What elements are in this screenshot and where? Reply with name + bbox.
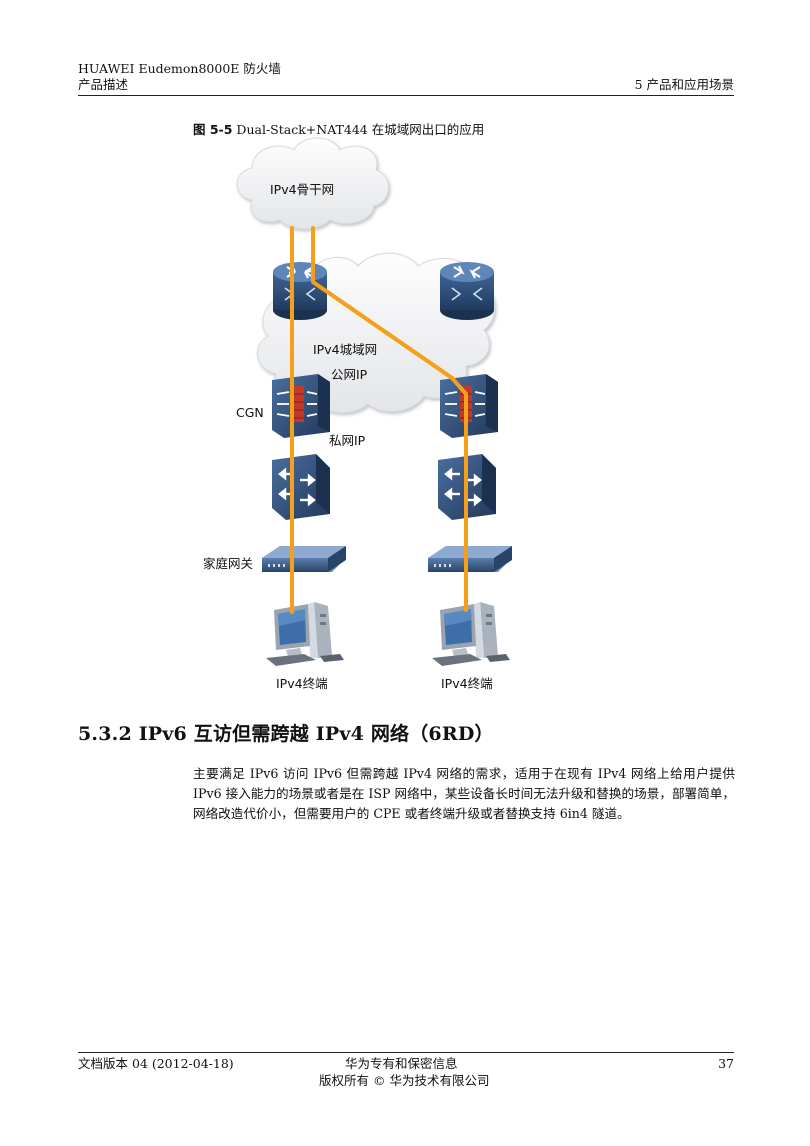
terminal-right-icon bbox=[432, 602, 510, 666]
home-gateway-right-icon bbox=[428, 546, 512, 572]
label-backbone: IPv4骨干网 bbox=[270, 182, 335, 197]
label-home-gateway: 家庭网关 bbox=[203, 556, 254, 571]
figure-caption: 图 5-5 Dual-Stack+NAT444 在城域网出口的应用 bbox=[193, 119, 484, 138]
figure-number: 图 5-5 bbox=[193, 122, 233, 137]
firewall-left-icon bbox=[272, 374, 330, 438]
router-right-icon bbox=[440, 262, 494, 320]
footer-page-number: 37 bbox=[718, 1056, 734, 1071]
label-public-ip: 公网IP bbox=[331, 367, 368, 382]
header-chapter: 5 产品和应用场景 bbox=[634, 77, 734, 92]
backbone-cloud bbox=[236, 137, 389, 230]
terminal-left-icon bbox=[266, 602, 344, 666]
label-terminal-right: IPv4终端 bbox=[441, 676, 493, 691]
links-front bbox=[290, 226, 468, 614]
footer-version: 文档版本 04 (2012-04-18) bbox=[78, 1056, 234, 1071]
home-gateway-left-icon bbox=[262, 546, 346, 572]
footer-rule bbox=[78, 1052, 734, 1053]
header-rule bbox=[78, 95, 734, 96]
label-private-ip: 私网IP bbox=[329, 433, 366, 448]
label-terminal-left: IPv4终端 bbox=[276, 676, 328, 691]
footer-confidential: 华为专有和保密信息 bbox=[345, 1056, 458, 1071]
section-paragraph: 主要满足 IPv6 访问 IPv6 但需跨越 IPv4 网络的需求，适用于在现有… bbox=[193, 766, 735, 821]
label-cgn: CGN bbox=[236, 405, 264, 420]
section-heading: 5.3.2 IPv6 互访但需跨越 IPv4 网络（6RD） bbox=[78, 723, 494, 745]
footer-copyright: 版权所有 © 华为技术有限公司 bbox=[319, 1073, 490, 1088]
switch-left-icon bbox=[272, 454, 330, 520]
firewall-right-icon bbox=[440, 374, 498, 438]
router-left-icon bbox=[273, 262, 327, 320]
figure-title: Dual-Stack+NAT444 在城域网出口的应用 bbox=[236, 122, 485, 137]
header-product: HUAWEI Eudemon8000E 防火墙 bbox=[78, 61, 281, 76]
label-metro: IPv4城域网 bbox=[313, 342, 378, 357]
header-doc-type: 产品描述 bbox=[78, 77, 129, 92]
